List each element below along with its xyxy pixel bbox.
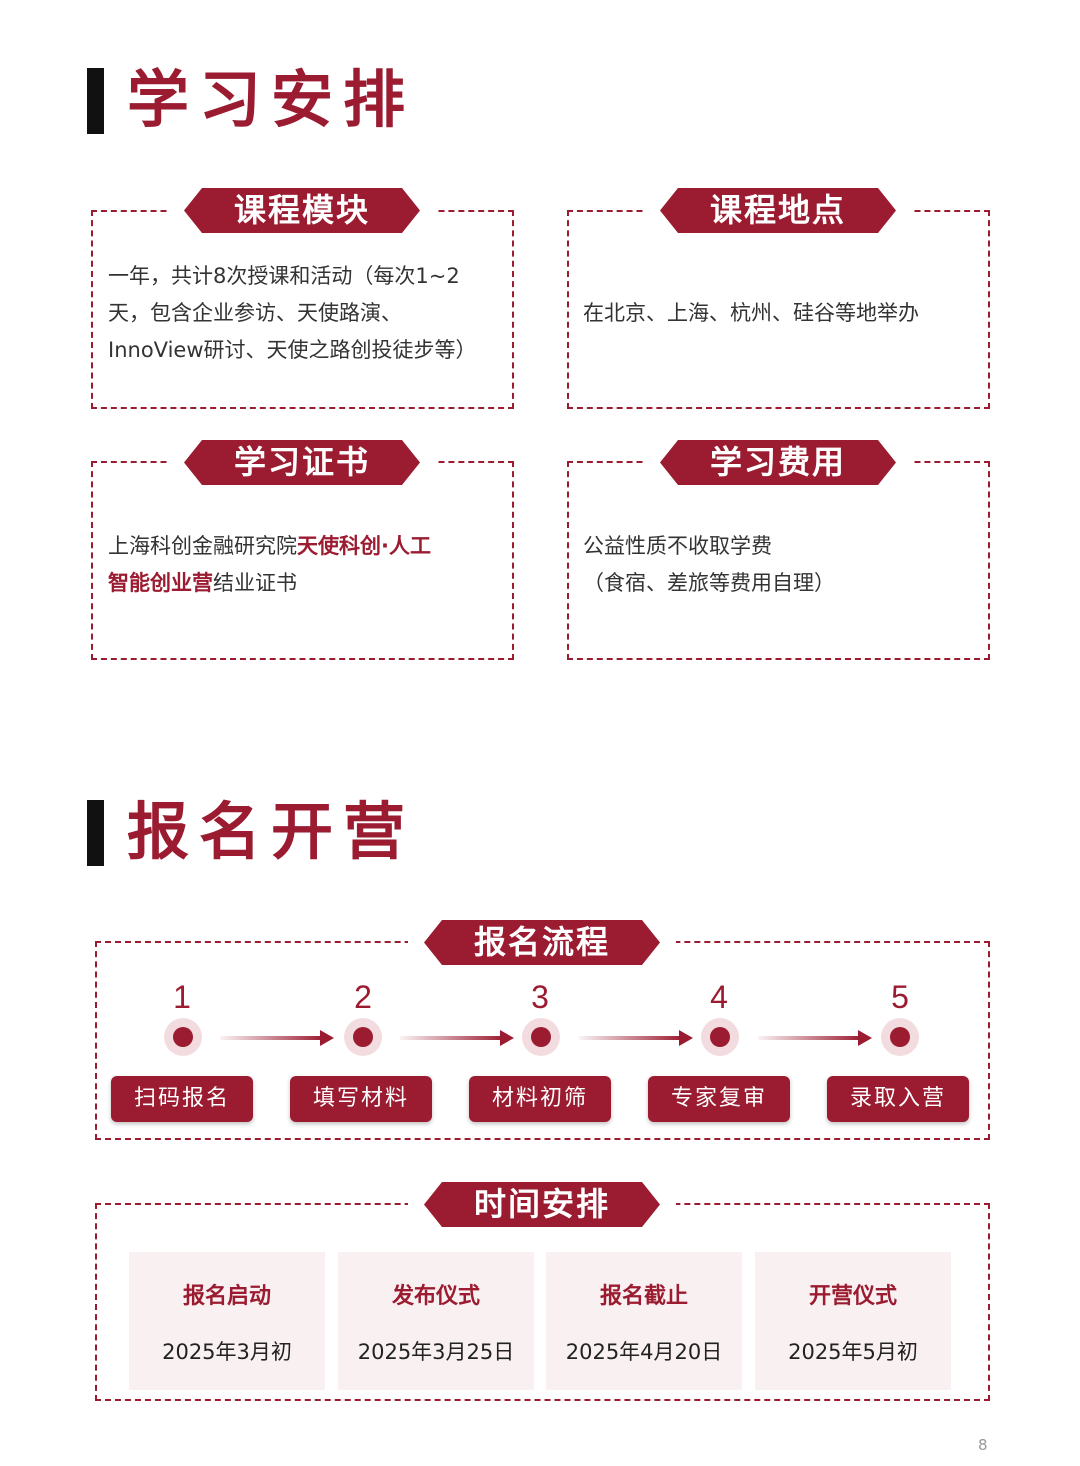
tag-process: 报名流程 <box>424 920 660 965</box>
step-number: 3 <box>531 979 549 1015</box>
step-dot <box>164 1018 202 1056</box>
schedule-card: 发布仪式 2025年3月25日 <box>338 1252 534 1390</box>
arrow-icon <box>579 1030 693 1046</box>
schedule-date: 2025年3月初 <box>162 1340 292 1364</box>
step-admission: 录取入营 <box>827 1076 969 1122</box>
schedule-card: 报名截止 2025年4月20日 <box>546 1252 742 1390</box>
arrow-icon <box>400 1030 514 1046</box>
step-number: 5 <box>891 979 909 1015</box>
schedule-card: 报名启动 2025年3月初 <box>129 1252 325 1390</box>
schedule-date: 2025年5月初 <box>788 1340 918 1364</box>
schedule-label: 开营仪式 <box>808 1284 897 1309</box>
section-title: 报名开营 <box>127 795 416 868</box>
step-dot <box>344 1018 382 1056</box>
step-number: 4 <box>710 979 728 1015</box>
schedule-date: 2025年3月25日 <box>357 1340 515 1364</box>
tag-schedule: 时间安排 <box>424 1182 660 1227</box>
card-text: 上海科创金融研究院天使科创·人工 智能创业营结业证书 <box>108 534 431 595</box>
arrow-icon <box>220 1030 334 1046</box>
section-title: 学习安排 <box>127 63 416 136</box>
schedule-date: 2025年4月20日 <box>565 1340 723 1364</box>
step-scan-register: 扫码报名 <box>111 1076 253 1122</box>
step-dot <box>701 1018 739 1056</box>
step-number: 2 <box>354 979 372 1015</box>
tag-course-location: 课程地点 <box>660 188 896 233</box>
schedule-label: 发布仪式 <box>391 1284 480 1309</box>
tag-course-modules: 课程模块 <box>184 188 420 233</box>
card-text: 在北京、上海、杭州、硅谷等地举办 <box>583 301 919 325</box>
step-number: 1 <box>173 979 191 1015</box>
step-dot <box>522 1018 560 1056</box>
schedule-label: 报名截止 <box>599 1284 688 1309</box>
page-number: 8 <box>978 1436 988 1454</box>
step-expert-review: 专家复审 <box>648 1076 790 1122</box>
section-bar <box>87 800 104 866</box>
step-initial-screening: 材料初筛 <box>469 1076 611 1122</box>
step-fill-materials: 填写材料 <box>290 1076 432 1122</box>
card-text: 公益性质不收取学费 （食宿、差旅等费用自理） <box>583 534 835 595</box>
schedule-label: 报名启动 <box>182 1284 271 1309</box>
tag-fees: 学习费用 <box>660 440 896 485</box>
step-dot <box>881 1018 919 1056</box>
section-bar <box>87 68 104 134</box>
tag-certificate: 学习证书 <box>184 440 420 485</box>
card-text: 一年，共计8次授课和活动（每次1~2 天，包含企业参访、天使路演、 InnoVi… <box>108 264 477 362</box>
schedule-card: 开营仪式 2025年5月初 <box>755 1252 951 1390</box>
arrow-icon <box>758 1030 872 1046</box>
